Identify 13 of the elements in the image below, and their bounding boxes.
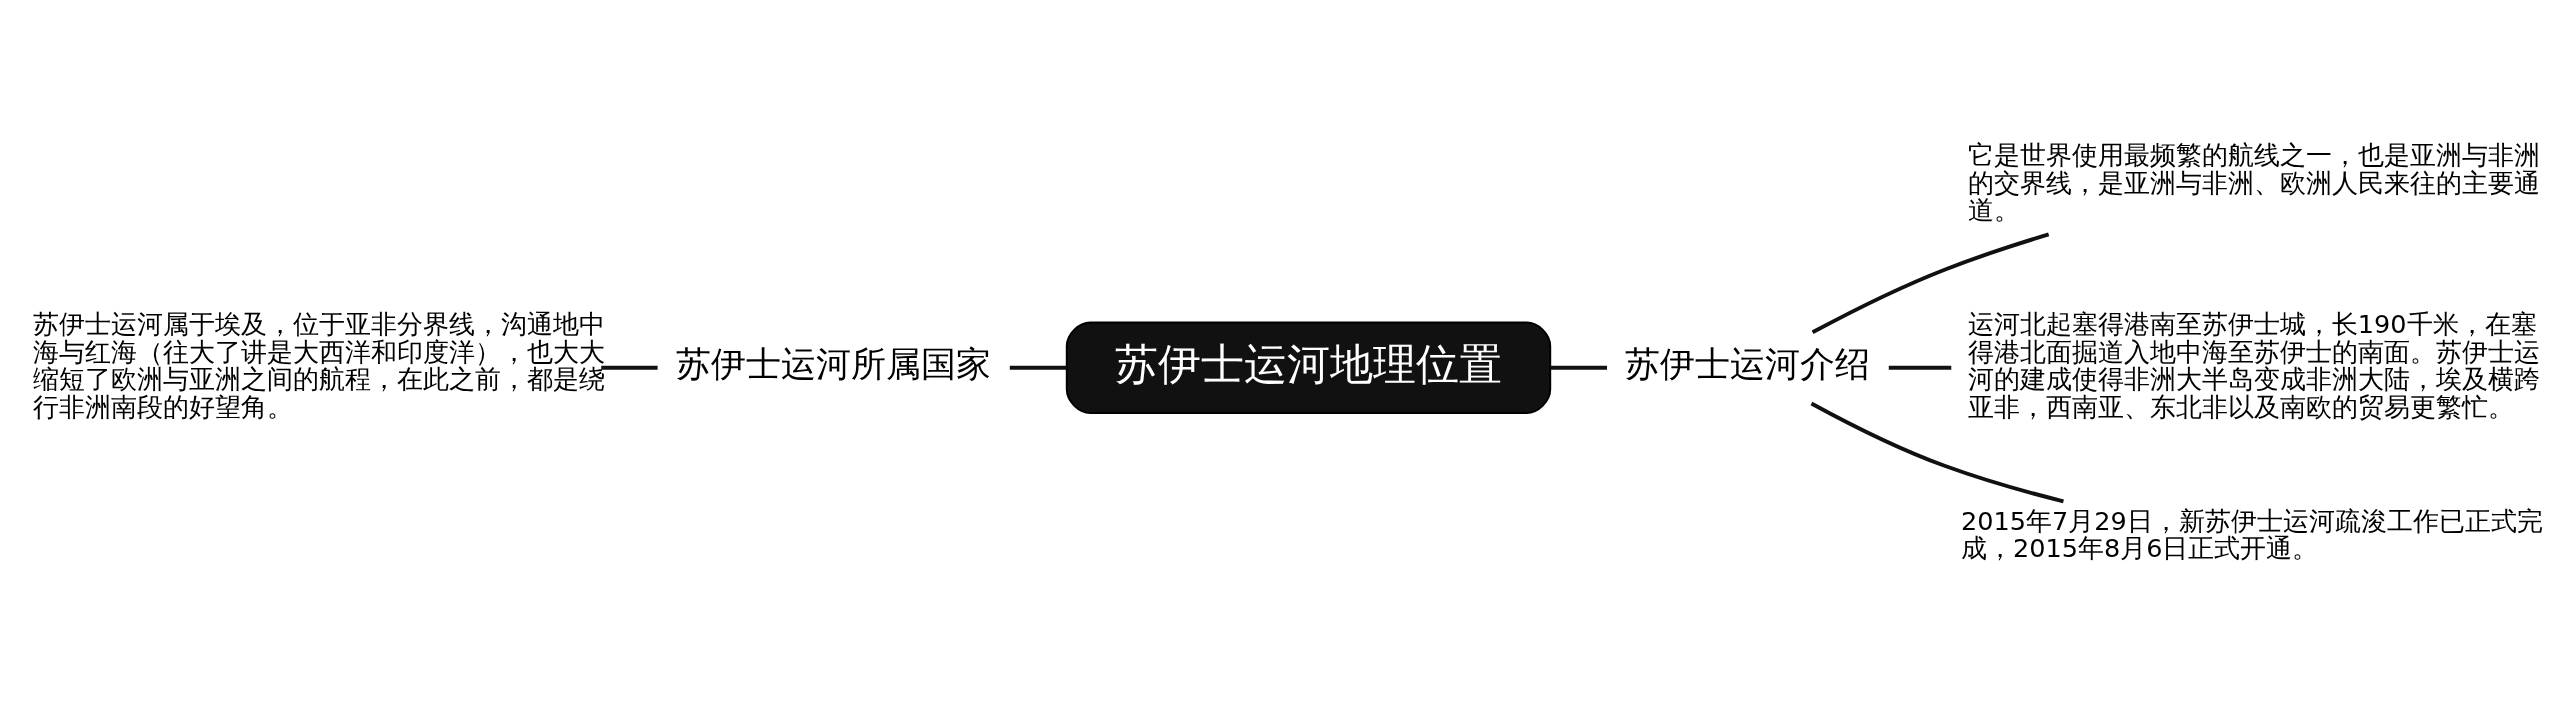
connector <box>1811 231 2050 334</box>
node-text: 苏伊士运河介绍 <box>1625 342 1871 384</box>
connector <box>1009 365 1067 370</box>
node-text: 运河北起塞得港南至苏伊士城，长190千米，在塞得港北面掘道入地中海至苏伊士的南面。苏伊士运河的建成使得非洲大半岛变成非洲大陆，埃及横跨亚非，西南亚、东北非以及南欧的贸易更繁忙。 <box>1967 308 2540 422</box>
node-text: 它是世界使用最频繁的航线之一，也是亚洲与非洲的交界线，是亚洲与非洲、欧洲人民来往的主要通道。 <box>1967 139 2540 225</box>
node-box: 苏伊士运河地理位置 <box>1065 321 1552 414</box>
connector <box>1550 365 1607 370</box>
connector <box>1888 365 1952 370</box>
node-text: 苏伊士运河所属国家 <box>676 342 992 384</box>
node-text: 2015年7月29日，新苏伊士运河疏浚工作已正式完成，2015年8月6日正式开通。 <box>1960 505 2543 563</box>
node-text: 苏伊士运河属于埃及，位于亚非分界线，沟通地中海与红海（往大了讲是大西洋和印度洋），也大大缩短了欧洲与亚洲之间的航程，在此之前，都是绕行非洲南段的好望角。 <box>33 308 606 422</box>
connector <box>601 365 658 370</box>
connector <box>1810 401 2064 503</box>
